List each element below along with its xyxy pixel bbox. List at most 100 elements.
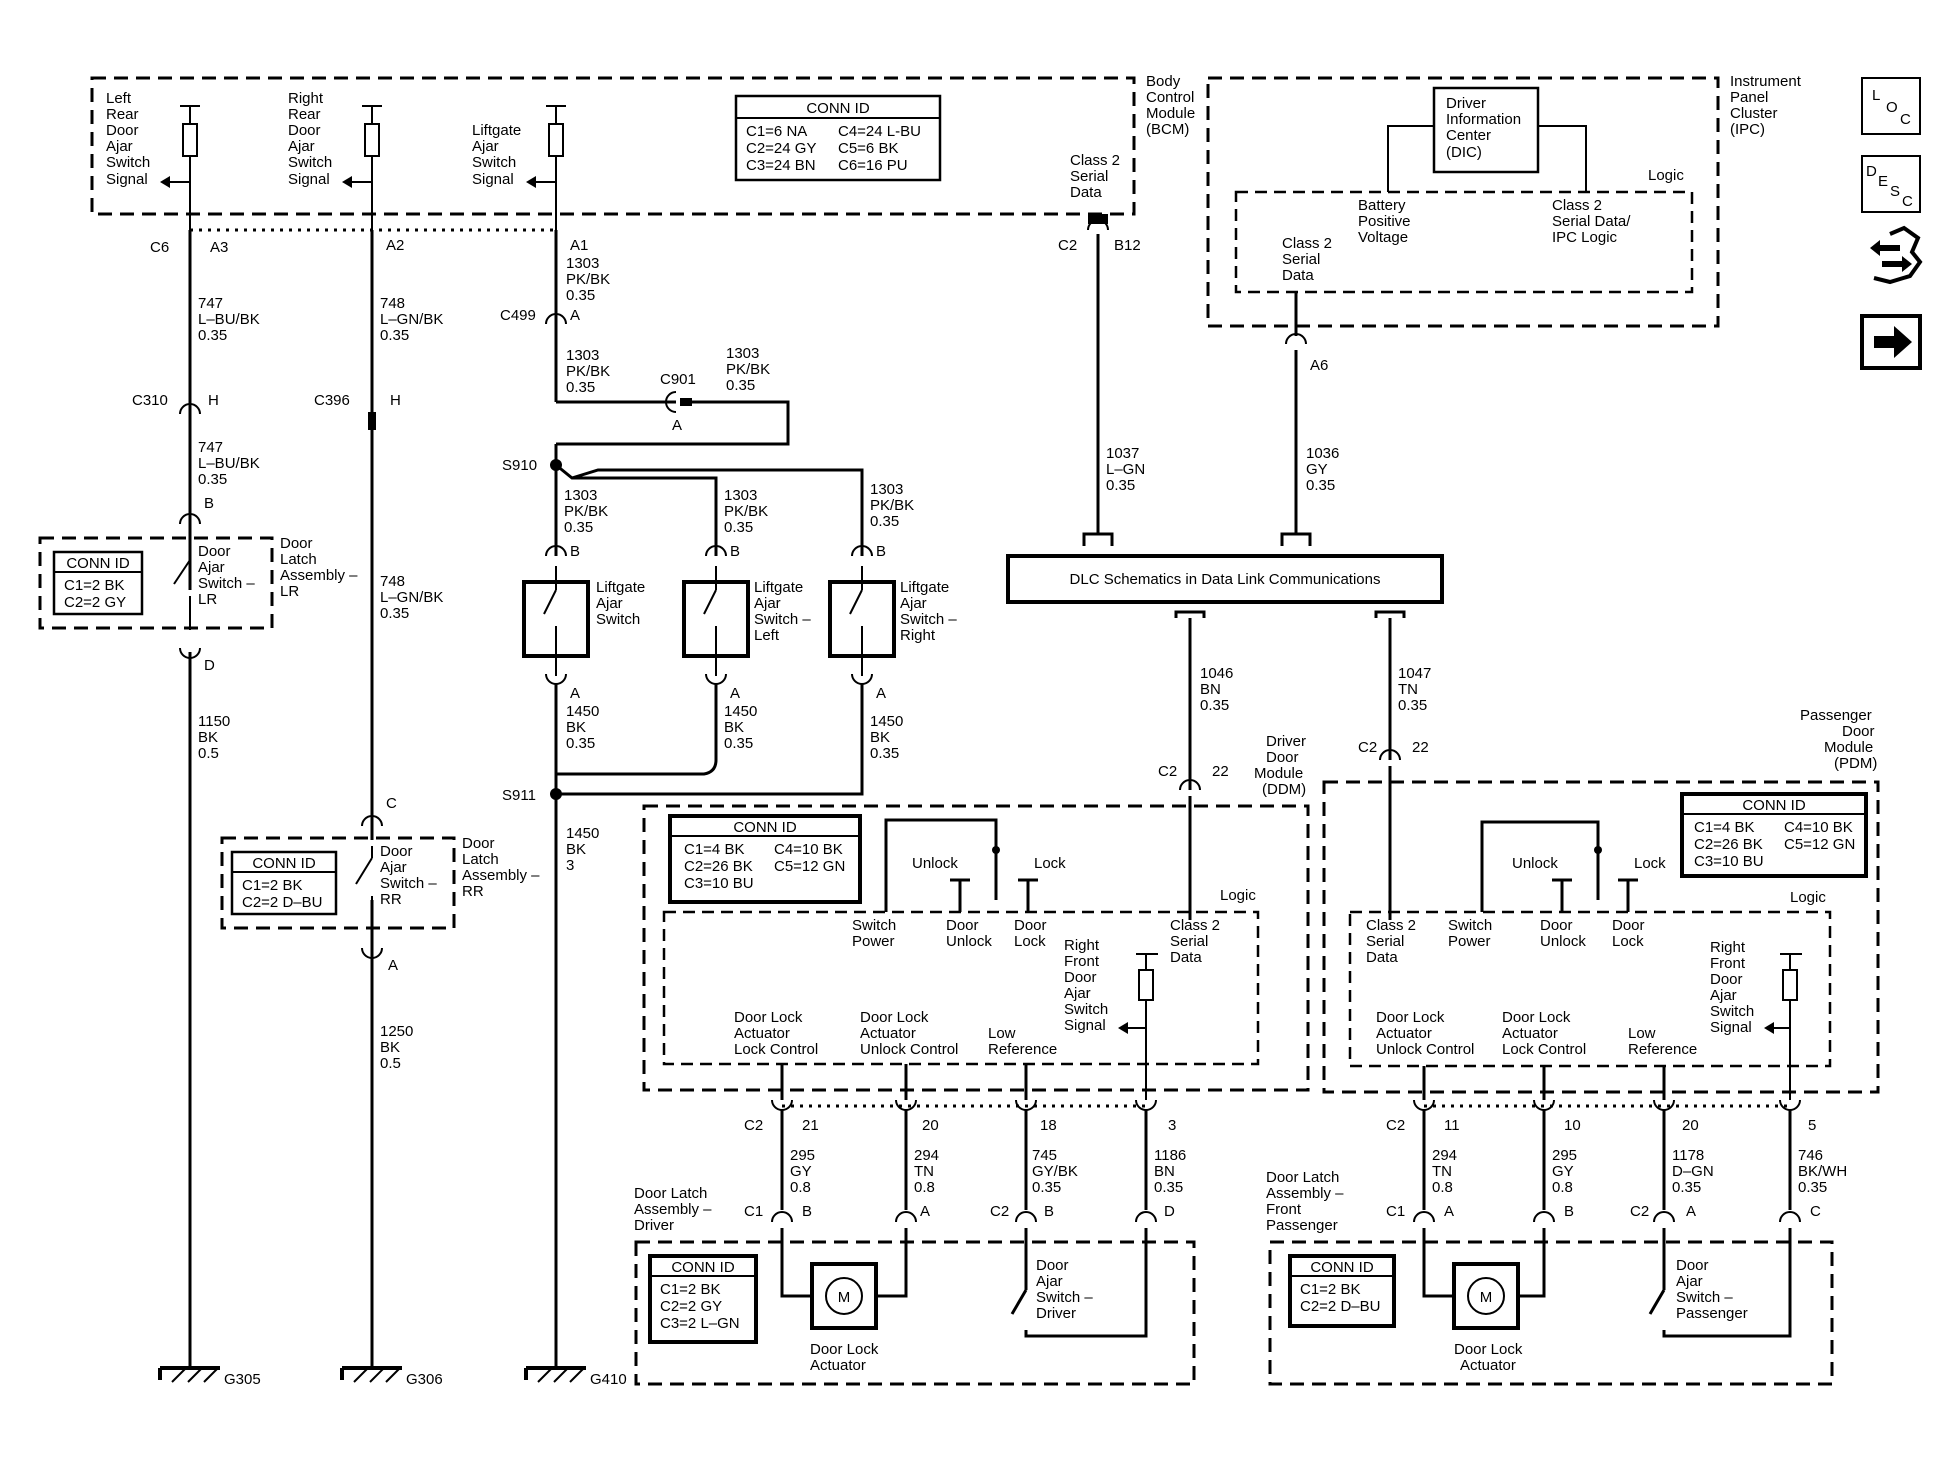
- svg-text:B: B: [876, 543, 886, 560]
- svg-text:A3: A3: [210, 239, 228, 256]
- ipc-logic-box: [1234, 190, 1694, 294]
- wire-1037: [1082, 234, 1114, 546]
- svg-text:G305: G305: [224, 1371, 261, 1388]
- svg-text:A: A: [920, 1203, 930, 1220]
- next-page-arrow-icon[interactable]: [1860, 314, 1922, 370]
- rr-latch-pin-a: [361, 947, 383, 959]
- pdm-switch-node: [1594, 846, 1602, 854]
- svg-text:Door Lock: Door Lock: [810, 1341, 879, 1358]
- svg-text:Door Lock: Door Lock: [1502, 1009, 1571, 1026]
- loc-icon[interactable]: L O C: [1861, 77, 1921, 135]
- rr-latch-label: Door Latch Assembly – RR: [462, 835, 540, 900]
- wire-1450-grounds: [554, 684, 864, 796]
- ddm-switch-power-label: Switch Power: [852, 917, 896, 950]
- ddm-latch-wires: [780, 1110, 1148, 1210]
- svg-text:Driver: Driver: [1266, 733, 1306, 750]
- svg-text:C3=2 L–GN: C3=2 L–GN: [660, 1315, 740, 1332]
- ddm-output-stubs: [780, 1064, 1028, 1100]
- svg-text:Assembly –: Assembly –: [462, 867, 540, 884]
- svg-text:1303: 1303: [870, 481, 903, 498]
- svg-text:C1=4 BK: C1=4 BK: [684, 841, 744, 858]
- driver-latch-pins: C1 B A C2 B D: [744, 1203, 1175, 1223]
- svg-text:Low: Low: [1628, 1025, 1656, 1042]
- svg-text:C2=2 GY: C2=2 GY: [64, 594, 126, 611]
- svg-text:TN: TN: [1398, 681, 1418, 698]
- dlc-box[interactable]: DLC Schematics in Data Link Communicatio…: [1006, 554, 1444, 604]
- svg-text:294: 294: [914, 1147, 939, 1164]
- svg-text:C901: C901: [660, 371, 696, 388]
- svg-text:BK: BK: [870, 729, 890, 746]
- desc-icon[interactable]: D E S C: [1861, 155, 1921, 213]
- wire-1250-label: 1250 BK 0.5: [380, 1023, 413, 1072]
- svg-text:L: L: [1872, 87, 1880, 104]
- svg-text:Assembly –: Assembly –: [280, 567, 358, 584]
- ipc-logic-label: Logic: [1648, 167, 1684, 184]
- svg-text:Door Latch: Door Latch: [634, 1185, 707, 1202]
- ddm-low-ref-label: Low Reference: [988, 1025, 1057, 1058]
- rr-pin-c: C: [386, 795, 397, 812]
- ddm-logic-box: [662, 910, 1260, 1066]
- svg-text:L–BU/BK: L–BU/BK: [198, 311, 260, 328]
- svg-text:Control: Control: [1146, 89, 1194, 106]
- wire-1037-label: 1037 L–GN 0.35: [1106, 445, 1145, 494]
- wire-1303-label-a: 1303 PK/BK 0.35: [566, 255, 610, 304]
- svg-text:0.35: 0.35: [380, 605, 409, 622]
- wire-1450-label-b: 1450 BK 0.35: [724, 703, 757, 752]
- svg-text:CONN ID: CONN ID: [806, 100, 870, 117]
- svg-text:Door Lock: Door Lock: [860, 1009, 929, 1026]
- svg-text:C1: C1: [1386, 1203, 1405, 1220]
- ddm-c2-pins: C2 21 20 18 3: [744, 1099, 1176, 1134]
- svg-text:BN: BN: [1154, 1163, 1175, 1180]
- driver-conn-id-table: CONN ID C1=2 BK C2=2 GY C3=2 L–GN: [648, 1254, 758, 1344]
- bcm-lr-signal: Left Rear Door Ajar Switch Signal: [106, 90, 150, 188]
- svg-text:B: B: [1044, 1203, 1054, 1220]
- svg-text:C2: C2: [1358, 739, 1377, 756]
- svg-text:CONN ID: CONN ID: [1742, 797, 1806, 814]
- c499-connector: C499 A: [500, 307, 580, 325]
- svg-text:Switch: Switch: [288, 154, 332, 171]
- ground-g306: G306: [340, 1366, 443, 1388]
- svg-text:(BCM): (BCM): [1146, 121, 1189, 138]
- svg-text:Switch –: Switch –: [198, 575, 255, 592]
- svg-text:Serial: Serial: [1070, 168, 1108, 185]
- ddm-lock-inputs: [950, 878, 1038, 912]
- connector-end-view-icon[interactable]: [1870, 225, 1923, 285]
- svg-text:Data: Data: [1366, 949, 1398, 966]
- svg-text:H: H: [208, 392, 219, 409]
- svg-text:0.35: 0.35: [566, 287, 595, 304]
- ddm-switch-power-wire: [884, 818, 998, 912]
- svg-text:D: D: [1866, 163, 1877, 180]
- svg-text:Actuator: Actuator: [1460, 1357, 1516, 1374]
- svg-text:Front: Front: [1710, 955, 1746, 972]
- svg-text:E: E: [1878, 173, 1888, 190]
- lr-pin-b: B: [204, 495, 214, 512]
- wire-1047: [1374, 610, 1406, 760]
- svg-text:Battery: Battery: [1358, 197, 1406, 214]
- rr-pin-a: A: [388, 957, 398, 974]
- svg-text:CONN ID: CONN ID: [1310, 1259, 1374, 1276]
- svg-text:Unlock Control: Unlock Control: [860, 1041, 958, 1058]
- svg-text:Switch: Switch: [852, 917, 896, 934]
- svg-text:C1=6 NA: C1=6 NA: [746, 123, 807, 140]
- svg-text:Right: Right: [900, 627, 936, 644]
- svg-text:Front: Front: [1064, 953, 1100, 970]
- svg-text:B: B: [1564, 1203, 1574, 1220]
- svg-text:Voltage: Voltage: [1358, 229, 1408, 246]
- svg-text:Cluster: Cluster: [1730, 105, 1778, 122]
- svg-text:1303: 1303: [566, 255, 599, 272]
- rr-switch-label: Door Ajar Switch – RR: [380, 843, 437, 908]
- svg-text:Door: Door: [1676, 1257, 1709, 1274]
- bcm-box: [90, 76, 1136, 216]
- lr-latch-box: [38, 536, 274, 630]
- svg-text:C2: C2: [1158, 763, 1177, 780]
- svg-text:Signal: Signal: [472, 171, 514, 188]
- pdm-lock-inputs: [1552, 878, 1638, 912]
- svg-text:0.35: 0.35: [1306, 477, 1335, 494]
- svg-text:748: 748: [380, 295, 405, 312]
- svg-text:B: B: [730, 543, 740, 560]
- driver-latch-box: [634, 1240, 1196, 1386]
- svg-text:D: D: [1164, 1203, 1175, 1220]
- svg-text:1150: 1150: [198, 713, 230, 730]
- svg-text:0.35: 0.35: [198, 327, 227, 344]
- s911-label: S911: [502, 787, 536, 804]
